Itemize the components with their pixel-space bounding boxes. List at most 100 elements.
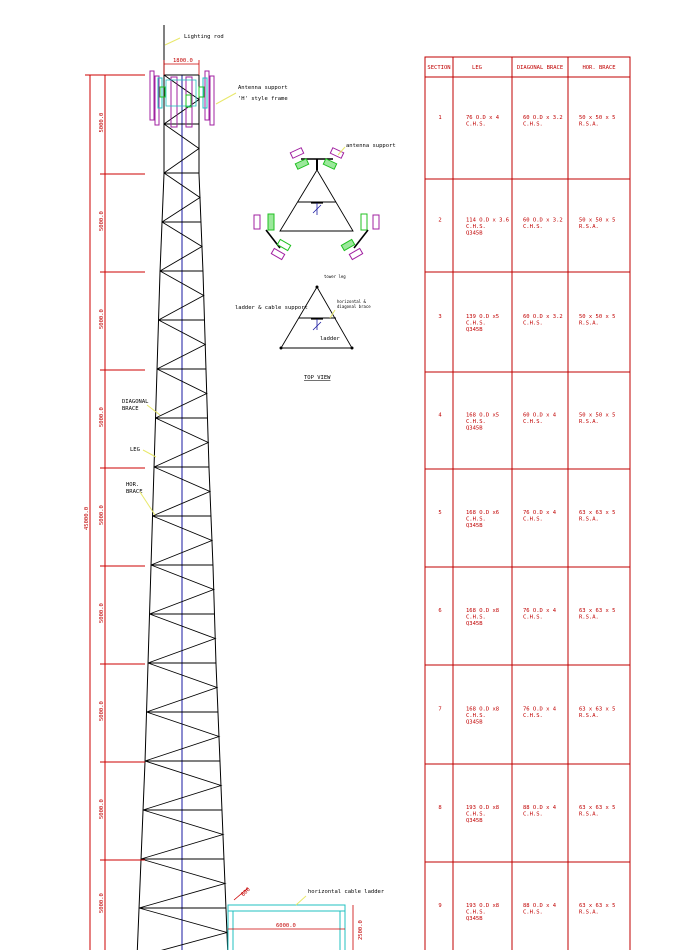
ladder-label: ladder — [320, 336, 341, 342]
diagonal-brace — [149, 564, 215, 615]
diagonal-brace — [138, 907, 229, 950]
diagonal-brace — [158, 270, 205, 321]
hor-spec: 50 x 50 x 5 — [579, 314, 615, 320]
leader-line — [139, 491, 156, 516]
leader-line — [295, 895, 307, 906]
diagonal-brace — [142, 760, 223, 811]
hor-spec: 50 x 50 x 5 — [579, 413, 615, 419]
diag-spec: 60 O.D x 3.2 — [523, 314, 563, 320]
section-height-label: 5000.0 — [99, 211, 105, 231]
leader-line — [164, 37, 181, 46]
section-height-label: 5000.0 — [99, 603, 105, 623]
diag-spec: 60 O.D x 3.2 — [523, 115, 563, 121]
leg-spec: C.H.S. — [466, 713, 486, 719]
diag-spec: 88 O.D x 4 — [523, 903, 557, 909]
leg-spec: 76 O.D x 4 — [466, 115, 500, 121]
cable-ladder-width: 600 — [240, 887, 251, 898]
horizontal-cable-ladder — [227, 887, 354, 950]
leg-spec: 168 O.D x6 — [466, 510, 499, 516]
cable-ladder-label: horizontal cable ladder — [308, 889, 385, 895]
diagonal-brace — [150, 515, 214, 566]
section-height-label: 5000.0 — [99, 893, 105, 913]
hor-spec: R.S.A. — [579, 910, 599, 916]
table-header: SECTION — [427, 65, 450, 71]
section-height-label: 5000.0 — [99, 309, 105, 329]
hor-spec: 63 x 63 x 5 — [579, 510, 615, 516]
table-header: HOR. BRACE — [582, 65, 615, 71]
diag-spec: C.H.S. — [523, 713, 543, 719]
leg-spec: C.H.S. — [466, 615, 486, 621]
tower-leg-label: tower leg — [324, 274, 346, 279]
diag-spec: C.H.S. — [523, 910, 543, 916]
cable-ladder-height: 2500.0 — [358, 920, 364, 940]
leg-spec: Q345B — [466, 720, 483, 726]
leader-line — [329, 309, 336, 319]
diag-spec: 60 O.D x 4 — [523, 413, 557, 419]
leg-spec: C.H.S. — [466, 321, 486, 327]
brace-label: horizontal & — [337, 299, 366, 304]
hor-spec: R.S.A. — [579, 812, 599, 818]
leg-spec: 168 O.D x8 — [466, 707, 499, 713]
hor-spec: 63 x 63 x 5 — [579, 608, 615, 614]
section-number: 9 — [438, 903, 441, 909]
hor-spec: R.S.A. — [579, 122, 599, 128]
leg-spec: C.H.S. — [466, 910, 486, 916]
diag-spec: C.H.S. — [523, 321, 543, 327]
leg-spec: C.H.S. — [466, 224, 486, 230]
diagonal-brace-label: DIAGONAL — [122, 399, 149, 405]
leg-spec: Q345B — [466, 426, 483, 432]
top-view-antenna-layout — [253, 147, 380, 261]
diagonal-brace — [146, 662, 219, 713]
tower-elevation — [136, 74, 229, 950]
leg-spec: Q345B — [466, 818, 483, 824]
section-number: 8 — [438, 805, 441, 811]
section-height-label: 5000.0 — [99, 407, 105, 427]
top-view-ladder-layout — [279, 285, 354, 350]
section-number: 2 — [438, 218, 441, 224]
leg-spec: Q345B — [466, 916, 483, 922]
leg-spec: 114 O.D x 3.6 — [466, 218, 509, 224]
leader-line — [142, 449, 157, 458]
leg-label: LEG — [130, 447, 140, 453]
leg-spec: Q345B — [466, 523, 483, 529]
leg-spec: 139 O.D x5 — [466, 314, 499, 320]
section-number: 1 — [438, 115, 441, 121]
diag-spec: 88 O.D x 4 — [523, 805, 557, 811]
diag-spec: C.H.S. — [523, 224, 543, 230]
section-number: 7 — [438, 707, 441, 713]
hor-spec: 63 x 63 x 5 — [579, 805, 615, 811]
section-height-label: 5000.0 — [99, 113, 105, 133]
hor-brace-label-2: BRACE — [126, 489, 143, 495]
leg-spec: 193 O.D x8 — [466, 903, 499, 909]
table-border — [424, 56, 631, 950]
diag-spec: 76 O.D x 4 — [523, 608, 557, 614]
hor-spec: 63 x 63 x 5 — [579, 903, 615, 909]
antenna-support-label: Antenna support — [238, 85, 288, 91]
leg-spec: C.H.S. — [466, 812, 486, 818]
hor-spec: R.S.A. — [579, 615, 599, 621]
leg-spec: 168 O.D x8 — [466, 608, 499, 614]
diagonal-brace — [152, 466, 212, 517]
diagonal-brace — [163, 123, 200, 174]
leg-spec: 168 O.D x5 — [466, 413, 499, 419]
leader-line — [146, 404, 161, 416]
antenna-support-top-label: antenna support — [346, 143, 396, 149]
section-number: 6 — [438, 608, 441, 614]
hor-spec: R.S.A. — [579, 224, 599, 230]
lightning-rod-label: Lighting rod — [184, 34, 224, 40]
section-height-label: 5000.0 — [99, 799, 105, 819]
brace-label-2: diagonal brace — [337, 304, 371, 309]
section-number: 3 — [438, 314, 441, 320]
leg-spec: 193 O.D x8 — [466, 805, 499, 811]
tower-leg-right — [198, 75, 229, 950]
diagonal-brace — [161, 172, 201, 223]
table-header: LEG — [472, 65, 482, 71]
diagonal-brace — [155, 368, 208, 419]
leg-spec: Q345B — [466, 621, 483, 627]
